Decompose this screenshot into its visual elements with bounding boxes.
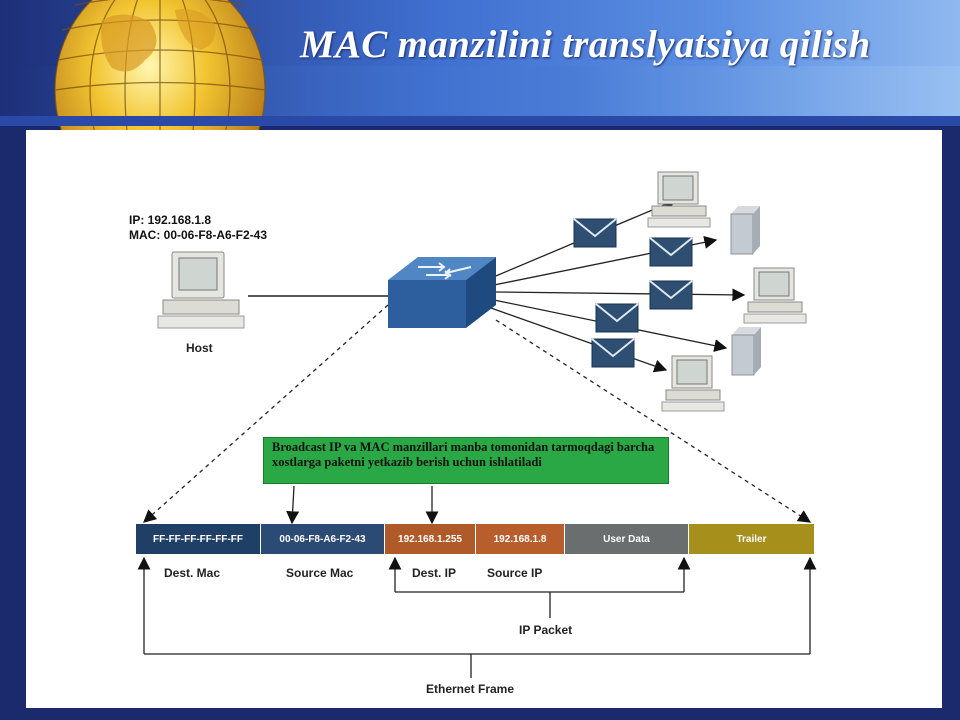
desktop-computer-icon: [743, 267, 807, 324]
label-ethernet-frame: Ethernet Frame: [426, 682, 515, 696]
frame-user-data: User Data: [565, 524, 688, 554]
diagram-panel: IP: 192.168.1.8 MAC: 00-06-F8-A6-F2-43 H…: [26, 130, 942, 708]
desktop-computer-icon: [661, 355, 725, 412]
slide-title: MAC manzilini translyatsiya qilish: [300, 23, 871, 66]
host-label: Host: [186, 341, 213, 355]
host-mac: MAC: 00-06-F8-A6-F2-43: [129, 228, 268, 242]
host-address-info: IP: 192.168.1.8 MAC: 00-06-F8-A6-F2-43: [129, 213, 267, 243]
envelope-icon: [595, 303, 639, 333]
network-switch-icon: [388, 257, 496, 328]
slide-header: MAC manzilini translyatsiya qilish: [0, 0, 960, 130]
callout-arrow-source-mac: [286, 485, 300, 525]
broadcast-callout: Broadcast IP va MAC manzillari manba tom…: [263, 437, 669, 484]
desktop-computer-icon: [647, 171, 711, 228]
server-tower-icon: [730, 206, 760, 255]
ethernet-frame-bracket: [137, 556, 817, 678]
envelope-icon: [649, 237, 693, 267]
frame-dest-ip: 192.168.1.255: [385, 524, 475, 554]
globe-logo-icon: [54, 0, 266, 130]
label-ip-packet: IP Packet: [519, 623, 573, 637]
label-dest-mac: Dest. Mac: [164, 566, 221, 580]
envelope-icon: [591, 338, 635, 368]
label-source-mac: Source Mac: [286, 566, 354, 580]
frame-dest-mac: FF-FF-FF-FF-FF-FF: [136, 524, 260, 554]
label-source-ip: Source IP: [487, 566, 543, 580]
envelope-icon: [573, 218, 617, 248]
header-divider: [0, 116, 960, 126]
frame-source-ip: 192.168.1.8: [476, 524, 564, 554]
frame-trailer: Trailer: [689, 524, 814, 554]
label-dest-ip: Dest. IP: [412, 566, 457, 580]
connection-lines: [137, 171, 817, 678]
dashed-left: [143, 304, 389, 523]
dashed-right: [495, 319, 812, 523]
server-tower-icon: [731, 327, 761, 376]
desktop-computer-icon: [157, 251, 245, 329]
frame-source-mac: 00-06-F8-A6-F2-43: [261, 524, 384, 554]
envelope-icon: [649, 280, 693, 310]
host-ip: IP: 192.168.1.8: [129, 213, 212, 227]
ip-packet-bracket: [388, 556, 691, 618]
